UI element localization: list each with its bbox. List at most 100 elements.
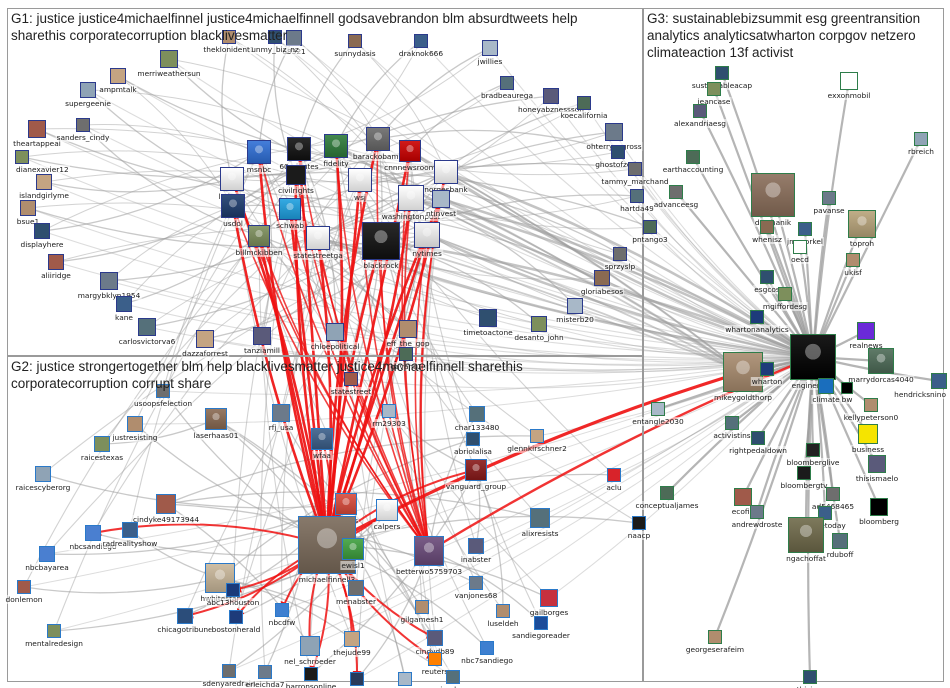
node-rbreich[interactable]: rbreich bbox=[907, 132, 935, 156]
node-vanguard_group[interactable]: vanguard_group bbox=[444, 459, 508, 491]
node-char133480[interactable]: char133480 bbox=[453, 406, 501, 432]
node-blackrock[interactable]: blackrock bbox=[362, 222, 400, 270]
node-billmckibben[interactable]: billmckibben bbox=[234, 225, 284, 257]
node-erleichda7[interactable]: erleichda7 bbox=[244, 665, 286, 688]
node-bloomberglive[interactable]: bloomberglive bbox=[785, 443, 841, 467]
node-jmsnorkel[interactable]: jmsnorkel bbox=[786, 222, 824, 246]
node-andrewdroste[interactable]: andrewdroste bbox=[730, 505, 784, 529]
node-islandgirlyme[interactable]: islandgirlyme bbox=[18, 174, 70, 200]
node-norgesbank[interactable]: norgesbank bbox=[423, 160, 469, 194]
node-usdol[interactable]: usdol bbox=[221, 194, 245, 228]
node-ghostofzod6[interactable]: ghostofzod6 bbox=[594, 145, 642, 169]
node-civilrights[interactable]: civilrights bbox=[277, 165, 315, 195]
node-latimes[interactable]: latimes bbox=[217, 167, 247, 201]
node-inabster[interactable]: inabster bbox=[459, 538, 493, 564]
node-displayhere[interactable]: displayhere bbox=[19, 223, 65, 249]
node-sunnydasis[interactable]: sunnydasis bbox=[333, 34, 377, 58]
node-supergeenie[interactable]: supergeenie bbox=[64, 82, 112, 108]
node-aclu[interactable]: aclu bbox=[605, 468, 623, 492]
node-honeyabznessson[interactable]: honeyabznessson bbox=[517, 88, 585, 114]
node-calpers[interactable]: calpers bbox=[372, 499, 402, 531]
node-laserhaas01[interactable]: laserhaas01 bbox=[192, 408, 240, 440]
node-ampmtalk[interactable]: ampmtalk bbox=[98, 68, 138, 94]
node-pavanse[interactable]: pavanse bbox=[812, 191, 846, 215]
node-kellypeterson0[interactable]: kellypeterson0 bbox=[842, 398, 900, 422]
node-draknok666[interactable]: draknok666 bbox=[397, 34, 445, 58]
node-mgiffordesg[interactable]: mgiffordesg bbox=[761, 287, 809, 311]
node-timetoactone[interactable]: timetoactone bbox=[462, 309, 514, 337]
node-calstrs[interactable]: calstrs bbox=[332, 493, 360, 525]
node-tanziamill[interactable]: tanziamill bbox=[243, 327, 281, 355]
node-statestreet[interactable]: statestreet bbox=[329, 372, 373, 396]
node-pntango3[interactable]: pntango3 bbox=[631, 220, 669, 244]
node-carlosvictorva6[interactable]: carlosvictorva6 bbox=[117, 318, 177, 346]
node-merriweathersun[interactable]: merriweathersun bbox=[136, 50, 202, 78]
node-schwab[interactable]: schwab bbox=[275, 198, 305, 230]
node-nbcdfw[interactable]: nbcdfw bbox=[267, 603, 297, 627]
node-bloomberg[interactable]: bloomberg bbox=[858, 498, 900, 526]
node-naacp[interactable]: naacp bbox=[626, 516, 652, 540]
node-thejude99[interactable]: thejude99 bbox=[332, 631, 372, 657]
node-abriolalisa[interactable]: abriolalisa bbox=[453, 432, 493, 456]
node-68321[interactable]: 68321 bbox=[281, 30, 307, 56]
node-theklonident1[interactable]: theklonident1 bbox=[202, 30, 256, 54]
node-chloepolitical[interactable]: chloepolitical bbox=[309, 323, 361, 351]
node-planetoday[interactable]: planetoday bbox=[803, 506, 847, 530]
node-cindyke49173944[interactable]: cindyke49173944 bbox=[131, 494, 201, 524]
node-whenisz[interactable]: whenisz bbox=[751, 220, 783, 244]
node-statestreetga[interactable]: statestreetga bbox=[292, 226, 344, 260]
node-wfaa[interactable]: wfaa bbox=[311, 428, 333, 460]
node-desanto_john[interactable]: desanto_john bbox=[513, 316, 565, 342]
node-eff_the_gop[interactable]: eff_the_gop bbox=[385, 320, 431, 348]
node-wsj[interactable]: wsj bbox=[348, 168, 372, 202]
node-washingtonpost[interactable]: washingtonpost bbox=[380, 185, 442, 221]
node-exxonmobil[interactable]: exxonmobil bbox=[826, 72, 872, 100]
node-jrucker[interactable]: jrucker bbox=[439, 670, 467, 688]
node-earthaccounting[interactable]: earthaccounting bbox=[661, 150, 725, 174]
node-radrealityshow[interactable]: radrealityshow bbox=[101, 522, 159, 548]
node-donlemon[interactable]: donlemon bbox=[4, 580, 44, 604]
node-usdoj[interactable]: usdoj bbox=[346, 672, 368, 688]
node-rightpedaldown[interactable]: rightpedaldown bbox=[728, 431, 788, 455]
node-rm29303[interactable]: rm29303 bbox=[371, 404, 407, 428]
node-margybklyn1954[interactable]: margybklyn1954 bbox=[76, 272, 142, 300]
node-hendricksnino[interactable]: hendricksnino bbox=[893, 373, 947, 399]
node-sanders_cindy[interactable]: sanders_cindy bbox=[55, 118, 111, 142]
node-jwillies[interactable]: jwillies bbox=[476, 40, 504, 66]
node-fidelity[interactable]: fidelity bbox=[322, 134, 350, 168]
node-marrydorcas4040[interactable]: marrydorcas4040 bbox=[847, 348, 915, 384]
node-wharton[interactable]: wharton bbox=[750, 362, 784, 386]
node-whartonanalytics[interactable]: whartonanalytics bbox=[724, 310, 790, 334]
node-bloombergtv[interactable]: bloombergtv bbox=[779, 466, 829, 490]
node-bradbeaurega[interactable]: bradbeaurega bbox=[479, 76, 535, 100]
node-cnnnewsroom[interactable]: cnnnewsroom bbox=[383, 140, 437, 172]
node-dazzaforrest[interactable]: dazzaforrest bbox=[181, 330, 229, 358]
node-dianexavier12[interactable]: dianexavier12 bbox=[15, 150, 70, 174]
node-barackobama[interactable]: barackobama bbox=[351, 127, 405, 161]
node-ukisf[interactable]: ukisf bbox=[843, 253, 863, 277]
node-activistins[interactable]: activistins bbox=[712, 416, 752, 440]
node-entangle2030[interactable]: entangle2030 bbox=[631, 402, 685, 426]
node-nbc7sandiego[interactable]: nbc7sandiego bbox=[460, 641, 514, 665]
node-sandiegoreader[interactable]: sandiegoreader bbox=[511, 616, 571, 640]
node-rfj_usa[interactable]: rfj_usa bbox=[267, 404, 295, 432]
node-mentalredesign[interactable]: mentalredesign bbox=[24, 624, 84, 648]
node-conceptualjames[interactable]: conceptualjames bbox=[634, 486, 700, 510]
node-climate[interactable]: climate bbox=[811, 378, 841, 404]
node-msnbc[interactable]: msnbc bbox=[245, 140, 273, 174]
node-realnews[interactable]: realnews bbox=[848, 322, 884, 350]
node-tammy_marchand[interactable]: tammy_marchand bbox=[600, 162, 670, 186]
node-gloriabesos[interactable]: gloriabesos bbox=[579, 270, 625, 296]
node-nbcbayarea[interactable]: nbcbayarea bbox=[24, 546, 70, 572]
node-theartappeal[interactable]: theartappeal bbox=[12, 120, 62, 148]
node-michael56026971[interactable]: michael56026971 bbox=[370, 672, 440, 688]
node-mikeygoldthorp[interactable]: mikeygoldthorp bbox=[713, 352, 773, 402]
node-cindydb89[interactable]: cindydb89 bbox=[414, 630, 456, 656]
node-ngachoffat[interactable]: ngachoffat bbox=[785, 517, 827, 563]
node-ntinvest[interactable]: ntinvest bbox=[425, 190, 457, 218]
node-nel_schroeder[interactable]: nel_schroeder bbox=[283, 636, 337, 666]
node-abc13houston[interactable]: abc13houston bbox=[205, 583, 261, 607]
node-kane[interactable]: kane bbox=[114, 296, 134, 322]
node-georgeserafeim[interactable]: georgeserafeim bbox=[684, 630, 746, 654]
node-ohterrysogross[interactable]: ohterrysogross bbox=[585, 123, 643, 151]
